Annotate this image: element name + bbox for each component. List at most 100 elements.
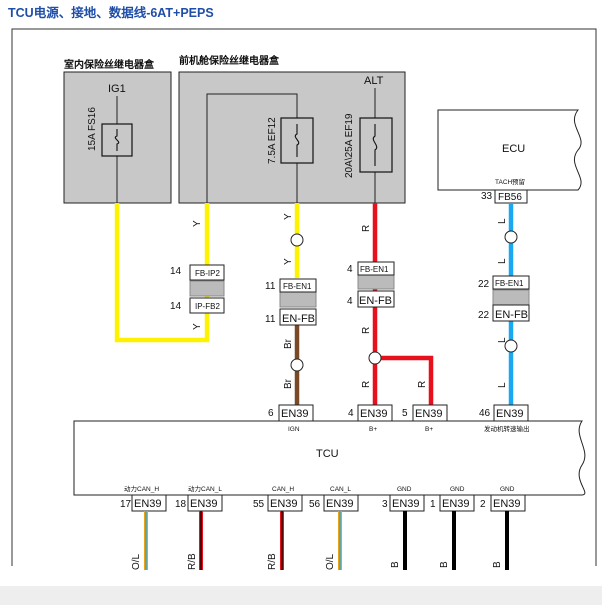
tcu-pin-number: 46 [479, 408, 491, 419]
wire-color-label: Y [283, 258, 294, 265]
tcu-box [73, 420, 586, 496]
tcu-connector-label: EN39 [415, 408, 443, 420]
inline-connector-label: FB-EN1 [283, 282, 312, 291]
inline-connector-separator [357, 273, 395, 290]
splice-icon [368, 351, 382, 365]
inline-connector-box [492, 275, 530, 290]
wire-color-label: Br [283, 338, 294, 349]
wire-color-label: L [497, 337, 508, 343]
inline-connector-box [357, 261, 395, 276]
inline-connector-label: FB-EN1 [495, 279, 524, 288]
fuse-ef12-label: 7.5A EF12 [267, 117, 278, 164]
wire-color-label: O/L [131, 553, 142, 570]
tcu-connector-box [131, 494, 167, 512]
inline-connector-box [279, 308, 317, 326]
fuse-fs16-icon [101, 123, 133, 157]
inline-connector-box [189, 297, 225, 314]
tcu-label: TCU [316, 448, 339, 460]
tcu-signal-label: 发动机转速输出 [484, 424, 530, 433]
inline-connector-separator [492, 289, 530, 306]
fuse-ef12-icon [280, 117, 314, 164]
tach-label: TACH [495, 179, 513, 186]
tcu-pin-number: 2 [480, 499, 486, 510]
tcu-signal-label: GND [450, 486, 465, 493]
inline-connector-pin: 11 [265, 281, 276, 292]
tcu-connector-label: EN39 [270, 498, 298, 510]
fuse-ef19-label: 20A\25A EF19 [344, 113, 355, 178]
fuse-symbol-icon [294, 124, 300, 157]
wire-color-label: R [361, 327, 372, 334]
ecu-connector-label: FB56 [498, 192, 522, 203]
fuse-fs16-label: 15A FS16 [87, 107, 98, 151]
splice-icon [290, 358, 304, 372]
inline-connector-label: EN-FB [359, 295, 392, 307]
wire-color-label: L [497, 382, 508, 388]
internal-feed-line [206, 93, 298, 203]
inline-connector-pin: 22 [478, 310, 490, 321]
tcu-connector-label: EN39 [326, 498, 354, 510]
tcu-connector-box [267, 494, 303, 512]
tcu-signal-label: B+ [369, 426, 377, 433]
indoor-fuse-box-label: 室内保险丝继电器盒 [64, 58, 155, 71]
wire-color-label: R [361, 381, 372, 388]
inline-connector-box [279, 278, 317, 293]
red-wire [375, 355, 434, 405]
wire-color-label: Y [192, 323, 203, 330]
ecu-pin-number: 33 [481, 191, 493, 202]
wire-color-label: B [492, 561, 503, 568]
wire-color-label: L [497, 218, 508, 224]
tcu-pin-number: 55 [253, 499, 265, 510]
footer-bar [0, 586, 602, 605]
inline-connector-label: EN-FB [282, 313, 315, 325]
wire-color-label: Y [192, 220, 203, 227]
tcu-connector-label: EN39 [134, 498, 162, 510]
tcu-connector-label: EN39 [496, 408, 524, 420]
front-fuse-box-label: 前机舱保险丝继电器盒 [179, 54, 280, 67]
inline-connector-box [189, 264, 225, 281]
inline-connector-label: EN-FB [495, 309, 528, 321]
wire-color-label: Y [283, 213, 294, 220]
tcu-signal-label: 动力CAN_H [124, 484, 159, 493]
tcu-pin-number: 6 [268, 408, 274, 419]
tcu-pin-number: 18 [175, 499, 187, 510]
inline-connector-label: FB-IP2 [195, 269, 220, 278]
wire-color-label: B [439, 561, 450, 568]
fuse-ef19-icon [359, 117, 393, 173]
ecu-box [437, 109, 582, 191]
inline-connector-label: FB-EN1 [360, 265, 389, 274]
inline-connector-pin: 22 [478, 279, 490, 290]
inline-connector-pin: 4 [347, 296, 353, 307]
tcu-connector-box [439, 494, 475, 512]
wire-color-label: L [497, 258, 508, 264]
tcu-signal-label: GND [397, 486, 412, 493]
tcu-signal-label: IGN [288, 426, 300, 433]
alt-label: ALT [364, 75, 384, 87]
wire-color-label: O/L [325, 553, 336, 570]
tcu-connector-box [187, 494, 223, 512]
splice-icon [290, 233, 304, 247]
inline-connector-separator [189, 280, 225, 297]
wire-color-label: B [390, 561, 401, 568]
fuse-symbol-icon [114, 129, 120, 151]
inline-connector-pin: 11 [265, 314, 276, 325]
tcu-connector-label: EN39 [281, 408, 309, 420]
tcu-pin-number: 5 [402, 408, 408, 419]
wire-color-label: Br [283, 378, 294, 389]
inline-connector-pin: 4 [347, 264, 353, 275]
tcu-pin-number: 1 [430, 499, 436, 510]
ecu-label: ECU [502, 143, 525, 155]
tcu-signal-label: GND [500, 486, 515, 493]
inline-connector-box [492, 304, 530, 322]
wire-color-label: R/B [267, 553, 278, 570]
tcu-connector-label: EN39 [360, 408, 388, 420]
tcu-signal-label: CAN_H [272, 486, 294, 493]
inline-connector-pin: 14 [170, 266, 182, 277]
splice-icon [504, 339, 518, 353]
tcu-pin-number: 17 [120, 499, 132, 510]
wire-color-label: R/B [187, 553, 198, 570]
tcu-signal-label: B+ [425, 426, 433, 433]
tcu-signal-label: 动力CAN_L [188, 484, 222, 493]
inline-connector-pin: 14 [170, 301, 182, 312]
tcu-pin-number: 4 [348, 408, 354, 419]
front-fuse-box [178, 71, 406, 204]
